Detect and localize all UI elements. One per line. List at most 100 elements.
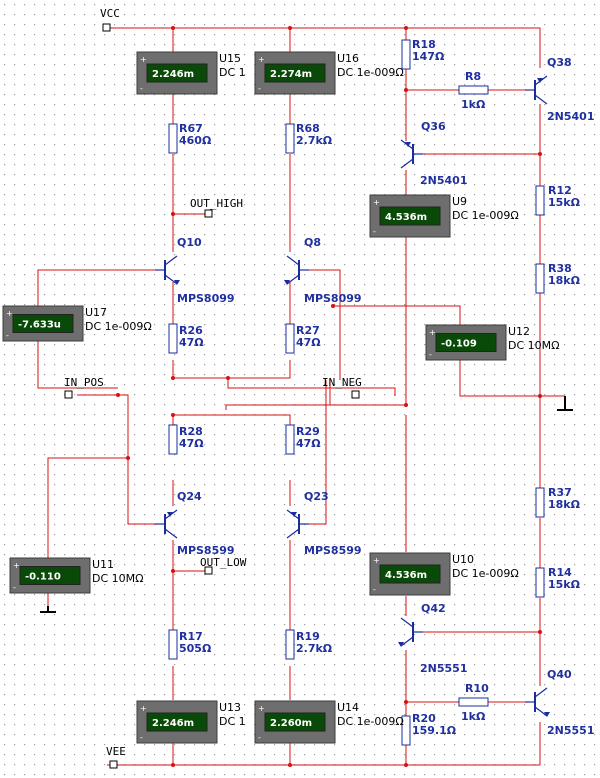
meter-screen (12, 314, 74, 333)
transistor-emitter-leg (164, 274, 178, 285)
junction (538, 630, 542, 634)
meter-mode: DC 1 (219, 66, 246, 79)
ground-icon (557, 396, 573, 411)
net-labels: VCC OUT_HIGH IN_POS IN_NEG OUT_LOW VEE (64, 7, 362, 769)
transistor-collector-leg (400, 617, 414, 628)
resistor-body (535, 567, 545, 598)
resistor-value: 2.7kΩ (296, 134, 333, 147)
resistor-value: 47Ω (179, 336, 204, 349)
resistor-value: 147Ω (412, 50, 445, 63)
vee-connector[interactable] (109, 760, 118, 769)
minus-icon: - (258, 733, 261, 742)
meter-reading: 2.274m (270, 69, 312, 80)
junction (171, 569, 175, 573)
emitter-arrow-icon (284, 280, 290, 285)
meter-mode: DC 1e-009Ω (337, 715, 404, 728)
emitter-arrow-icon (398, 642, 404, 647)
in-pos-connector[interactable] (64, 390, 73, 399)
in-neg-label: IN_NEG (322, 376, 362, 389)
wire-lower-emitters (172, 414, 291, 506)
resistor-body (401, 39, 411, 70)
transistor-ref: Q23 (304, 490, 329, 503)
resistor-body (535, 487, 545, 518)
transistor-ref: Q8 (304, 236, 321, 249)
wires (37, 27, 565, 766)
minus-icon: - (6, 331, 9, 340)
minus-icon: - (140, 733, 143, 742)
meter-reading: 4.536m (385, 212, 427, 223)
plus-icon: + (140, 55, 147, 64)
vcc-connector[interactable] (102, 23, 111, 32)
out-high-connector[interactable] (204, 209, 213, 218)
plus-icon: + (6, 309, 13, 318)
junction (331, 304, 335, 308)
resistor-value: 15kΩ (548, 196, 581, 209)
meter-mode: DC 1e-009Ω (337, 66, 404, 79)
resistor-ref: R37 (548, 486, 572, 499)
meter-screen (379, 206, 441, 226)
minus-icon: - (140, 84, 143, 93)
resistor-body (168, 323, 178, 354)
resistor-ref: R26 (179, 324, 203, 337)
meter-mode: DC 10MΩ (92, 572, 144, 585)
in-neg-connector[interactable] (351, 390, 360, 399)
wire-u12-pos (333, 305, 461, 326)
minus-icon: - (373, 585, 376, 594)
plus-icon: + (13, 561, 20, 570)
minus-icon: - (429, 350, 432, 359)
junction (288, 763, 292, 767)
junction (404, 700, 408, 704)
plus-icon: + (258, 704, 265, 713)
transistor-emitter-leg (400, 158, 414, 169)
wire-q36-path (329, 28, 407, 406)
resistor-body (458, 85, 489, 95)
meter-reading: -0.109 (441, 339, 477, 350)
meter-screen (146, 712, 208, 732)
resistor-ref: R14 (548, 566, 572, 579)
transistor-emitter-leg (400, 636, 414, 647)
out-low-connector[interactable] (204, 566, 213, 575)
resistor-ref: R38 (548, 262, 572, 275)
meter-screen (264, 63, 326, 83)
transistor-part: 2N5551 (547, 724, 594, 737)
vee-label: VEE (106, 745, 126, 758)
junction (404, 403, 408, 407)
meter-reading: 2.246m (152, 718, 194, 729)
resistor-value: 159.1Ω (412, 724, 457, 737)
emitter-arrow-icon (537, 78, 543, 83)
